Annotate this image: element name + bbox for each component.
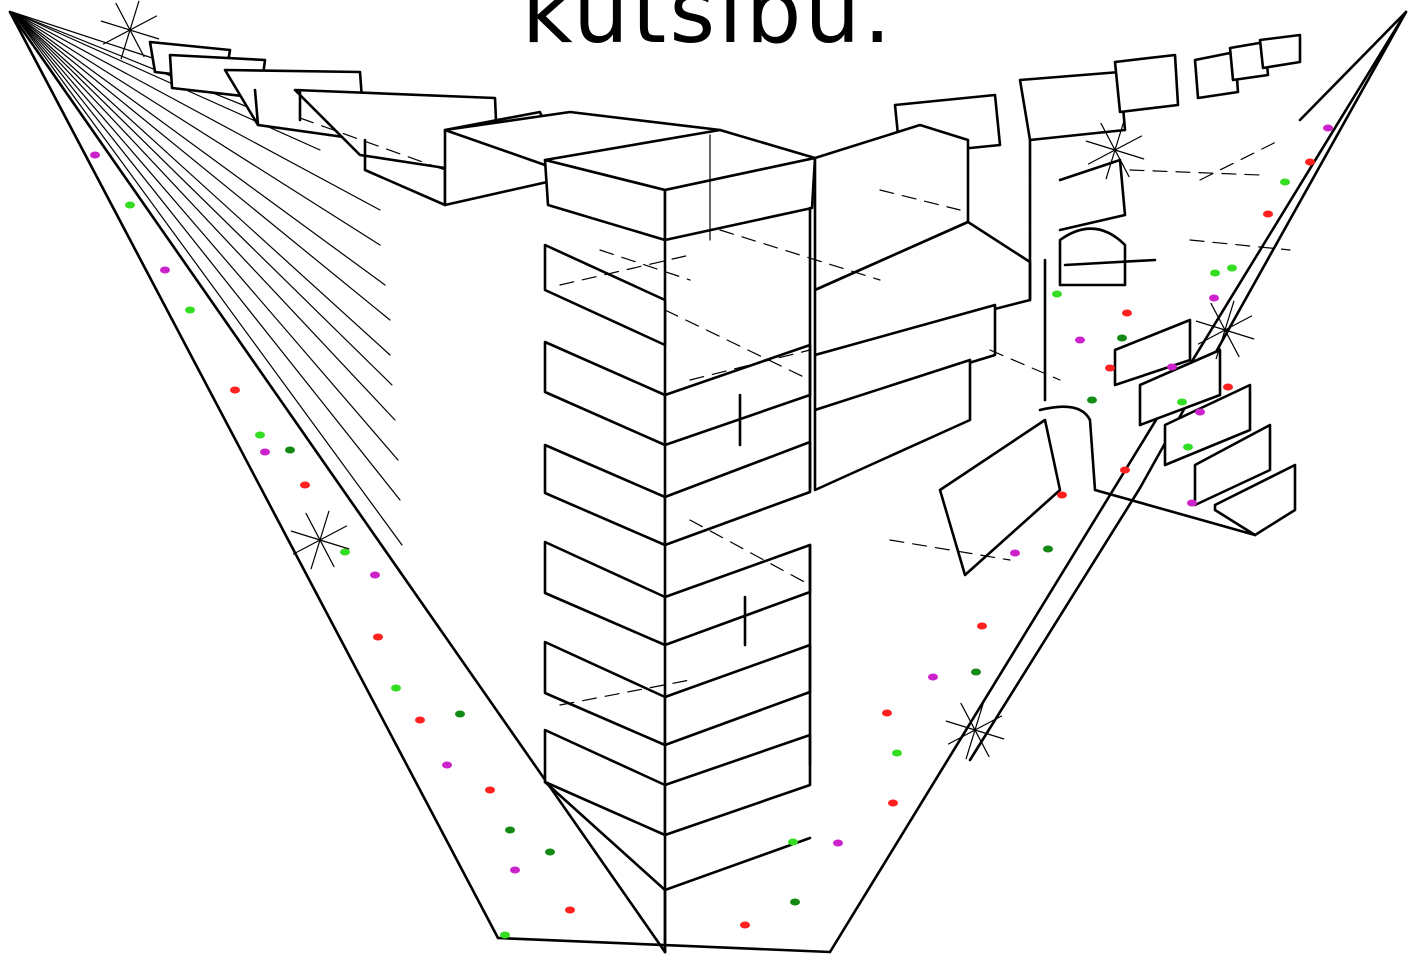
confetti-dot: [790, 898, 800, 906]
confetti-dot: [1105, 364, 1115, 372]
right-far-buildings: [1193, 33, 1302, 100]
perspective-guide-line: [11, 11, 281, 121]
confetti-dot: [928, 673, 938, 681]
confetti-dot: [545, 848, 555, 856]
perspective-guide-line: [11, 11, 399, 461]
confetti-dot: [442, 761, 452, 769]
confetti-dot: [340, 548, 350, 556]
perspective-guide-line: [11, 11, 396, 421]
sparkle-ray: [947, 715, 1003, 745]
confetti-dot: [1075, 336, 1085, 344]
perspective-guide-line: [11, 11, 381, 211]
sparkle-ray: [292, 525, 348, 555]
confetti-dot: [415, 716, 425, 724]
confetti-dot: [160, 266, 170, 274]
sparkle-ray: [1197, 315, 1253, 345]
perspective-guide-line: [11, 11, 386, 286]
right-buildings: [813, 53, 1180, 577]
confetti-dot: [255, 431, 265, 439]
confetti-dot: [90, 151, 100, 159]
confetti-dot: [1227, 264, 1237, 272]
confetti-dot: [285, 446, 295, 454]
perspective-guide-line: [11, 11, 403, 546]
confetti-dot: [1177, 398, 1187, 406]
dashed-construction-lines: [299, 117, 1291, 706]
perspective-guide-line: [11, 11, 391, 356]
confetti-dot: [185, 306, 195, 314]
confetti-dot: [1210, 269, 1220, 277]
confetti-dot: [1263, 210, 1273, 218]
confetti-dot: [1010, 549, 1020, 557]
sparkle-ray: [1087, 135, 1143, 165]
confetti-dot: [1323, 124, 1333, 132]
confetti-dot: [971, 668, 981, 676]
perspective-guide-line: [11, 11, 401, 501]
confetti-dot: [510, 866, 520, 874]
confetti-dot: [1183, 443, 1193, 451]
confetti-dot: [1167, 363, 1177, 371]
confetti-dot: [1052, 290, 1062, 298]
confetti-dot: [391, 684, 401, 692]
confetti-dot: [1280, 178, 1290, 186]
confetti-dot: [882, 709, 892, 717]
confetti-dot: [1187, 499, 1197, 507]
handwritten-caption: kutsibu.: [521, 0, 895, 63]
confetti-dot: [1043, 545, 1053, 553]
confetti-dot: [1087, 396, 1097, 404]
confetti-dot: [1209, 294, 1219, 302]
confetti-dot: [888, 799, 898, 807]
confetti-dot: [455, 710, 465, 718]
confetti-dot: [373, 633, 383, 641]
central-tower: [543, 128, 817, 954]
sparkle-marks: [100, 0, 1255, 760]
confetti-dot: [1120, 466, 1130, 474]
confetti-dot: [485, 786, 495, 794]
confetti-dot: [505, 826, 515, 834]
confetti-dot: [788, 838, 798, 846]
confetti-dot: [370, 571, 380, 579]
confetti-dot: [1195, 408, 1205, 416]
perspective-guide-line: [11, 11, 381, 246]
confetti-dot: [125, 201, 135, 209]
confetti-dot: [1117, 334, 1127, 342]
confetti-dots: [90, 124, 1333, 939]
confetti-dot: [833, 839, 843, 847]
sparkle-ray: [102, 15, 158, 45]
confetti-dot: [1122, 309, 1132, 317]
perspective-guide-line: [11, 11, 393, 386]
confetti-dot: [1223, 383, 1233, 391]
confetti-dot: [260, 448, 270, 456]
confetti-dot: [565, 906, 575, 914]
confetti-dot: [1305, 158, 1315, 166]
confetti-dot: [977, 622, 987, 630]
confetti-dot: [1057, 491, 1067, 499]
confetti-dot: [892, 749, 902, 757]
perspective-guide-line: [11, 11, 391, 321]
confetti-dot: [740, 921, 750, 929]
staircase: [1093, 318, 1297, 537]
left-far-buildings: [148, 40, 722, 207]
confetti-dot: [300, 481, 310, 489]
confetti-dot: [230, 386, 240, 394]
confetti-dot: [500, 931, 510, 939]
